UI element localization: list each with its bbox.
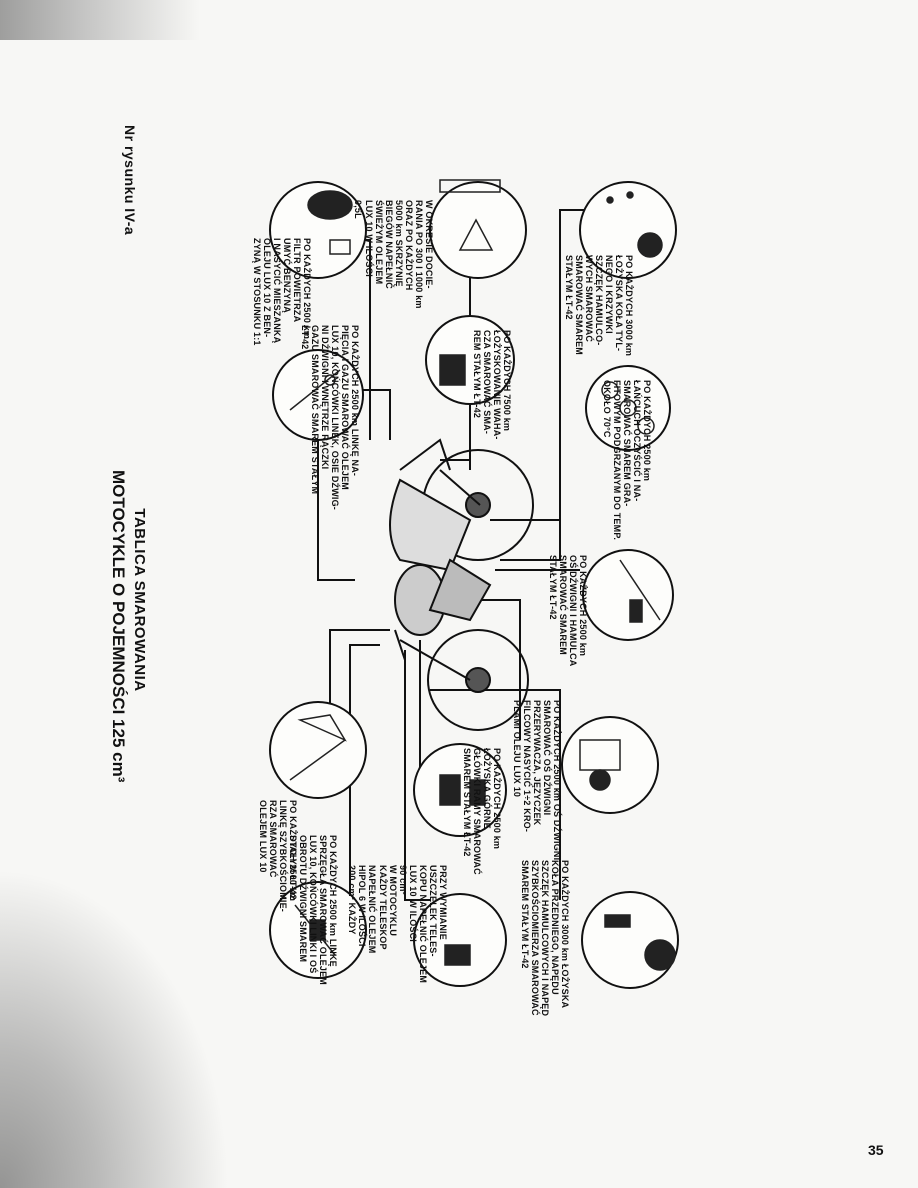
note-front-hub: PO KAŻDYCH 3000 km ŁOŻYSKA KOŁA PRZEDNIE… — [519, 860, 570, 1017]
scan-shadow-bottom — [0, 868, 230, 1188]
detail-lens-breaker — [561, 716, 659, 814]
detail-lens-chain — [585, 365, 671, 451]
note-swingarm: PO KAŻDYCH 7500 km ŁOŻYSKOWANIE WAHA- CZ… — [471, 330, 512, 440]
note-gearbox-oil: W OKRESIE DOCIE- RANIA PO 300 I 1000 km … — [353, 200, 434, 309]
note-brake-lever: PO KAŻDYCH 2500 km OŚ DŹWIGNI I HAMULCA … — [547, 555, 588, 667]
detail-lens-speedo-cable — [269, 701, 367, 799]
note-chain: PO KAŻDYCH 2500 km ŁAŃCUCH OCZYŚCIĆ I NA… — [601, 380, 652, 541]
note-clutch-cable: PO KAŻDYCH 2500 km LINKĘ SPRZĘGŁA SMAROW… — [287, 835, 338, 985]
detail-lens-throttle — [272, 349, 364, 441]
note-rear-hub: PO KAŻDYCH 3000 km ŁOŻYSKA KOŁA TYL- NEG… — [563, 255, 634, 357]
leader-line-12 — [404, 650, 430, 901]
leader-line-6 — [500, 400, 561, 561]
note-fork-oil: PRZY WYMIANIE USZCZELEK TELES- KOPU NAPE… — [347, 865, 448, 984]
detail-lens-gearbox — [429, 181, 527, 279]
motorcycle-icon — [389, 438, 534, 731]
leader-line-11 — [349, 644, 380, 910]
frame-line-left — [317, 440, 355, 581]
note-steering-head: PO KAŻDYCH 2500 km ŁOŻYSKA GÓRNE GŁÓWKI … — [461, 748, 502, 875]
leader-line-10 — [329, 629, 390, 720]
leader-line-5 — [490, 209, 600, 521]
note-throttle-cable: PO KAŻDYCH 2500 km LINKĘ NA- PIĘCIA I GA… — [299, 325, 360, 511]
note-breaker: PO KAŻDYCH 2500 km OŚ DŹWIGNI SMAROWAĆ O… — [511, 700, 562, 861]
scan-shadow-top — [0, 0, 200, 40]
detail-lens-fork — [413, 893, 507, 987]
page-number: 35 — [868, 1142, 884, 1158]
detail-lens-brake-lever — [582, 549, 674, 641]
